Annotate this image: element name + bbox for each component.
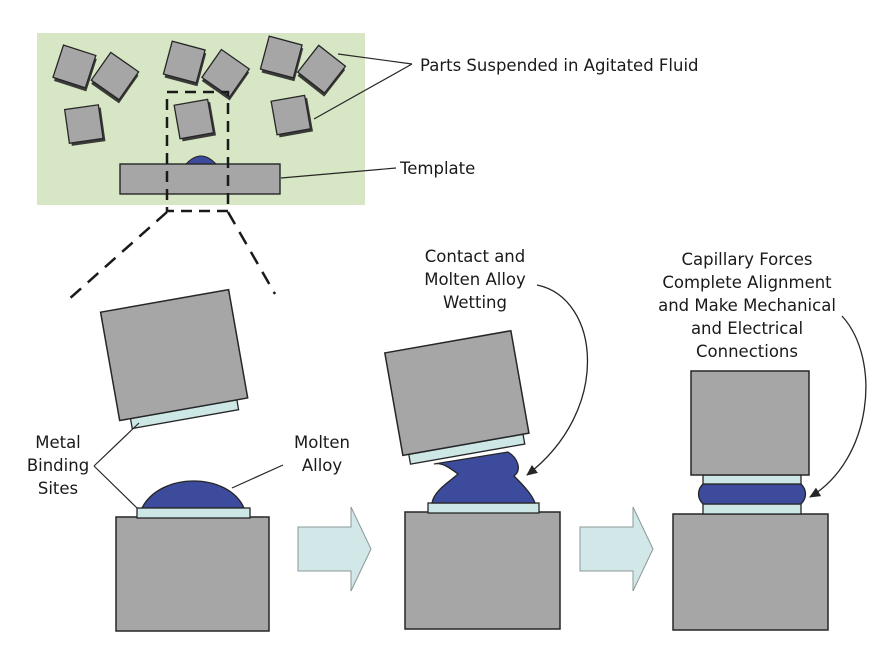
stage1-molten-alloy	[140, 480, 246, 509]
label-molten-line: Alloy	[301, 456, 343, 475]
stage3-substrate	[672, 513, 829, 631]
stage2-tilted-part	[383, 329, 530, 465]
suspended-part	[90, 51, 140, 104]
stage1-falling-part	[99, 288, 249, 430]
label-capillary-line: Capillary Forces	[681, 250, 813, 269]
stage2-binding-site	[427, 502, 540, 514]
suspended-part	[52, 44, 97, 92]
label-capillary-line: and Electrical	[690, 319, 804, 338]
leader-line-metal	[93, 465, 138, 509]
stage3-curved-arrow	[809, 315, 867, 498]
label-contact-line: Molten Alloy	[424, 270, 526, 289]
stage1-binding-site	[136, 507, 251, 519]
stage2-curved-arrow	[526, 284, 589, 476]
label-capillary-line: Connections	[696, 342, 798, 361]
suspended-part	[200, 48, 251, 101]
leader-line-molten	[231, 464, 284, 489]
suspended-part	[63, 104, 106, 146]
suspended-part	[296, 44, 347, 97]
stage3-aligned-part	[690, 370, 810, 476]
suspended-part	[270, 94, 314, 138]
label-metal-line: Metal	[35, 433, 81, 452]
suspended-part	[173, 98, 217, 142]
label-molten-line: Molten	[294, 433, 350, 452]
leader-line-metal	[93, 422, 140, 467]
suspended-part	[162, 40, 207, 87]
stage1-substrate	[115, 516, 270, 632]
stage2-substrate	[404, 511, 561, 630]
label-parts-suspended: Parts Suspended in Agitated Fluid	[420, 56, 699, 75]
label-capillary-line: Complete Alignment	[662, 273, 832, 292]
label-metal-binding-sites: Metal Binding Sites	[22, 431, 94, 500]
leader-line-template	[280, 167, 397, 179]
template-bar	[119, 163, 281, 195]
label-metal-line: Sites	[37, 479, 79, 498]
label-contact-line: Wetting	[443, 293, 507, 312]
label-contact-line: Contact and	[424, 247, 526, 266]
stage3-molten-alloy	[697, 483, 807, 505]
zoom-line-left	[67, 211, 168, 301]
suspended-part	[259, 35, 304, 82]
zoom-line-right	[226, 211, 277, 295]
label-molten-alloy: Molten Alloy	[282, 431, 362, 477]
leader-line-parts	[313, 63, 413, 120]
label-metal-line: Binding	[26, 456, 90, 475]
stage2-molten-alloy	[431, 451, 536, 504]
label-template: Template	[400, 159, 476, 178]
stage3-binding-site-top	[702, 474, 802, 485]
process-arrow-2	[579, 506, 654, 592]
label-contact-wetting: Contact and Molten Alloy Wetting	[395, 245, 555, 314]
process-arrow-1	[297, 506, 372, 592]
leader-line-parts	[337, 53, 413, 65]
stage3-binding-site-bottom	[702, 503, 802, 515]
label-capillary-forces: Capillary Forces Complete Alignment and …	[642, 248, 852, 363]
label-capillary-line: and Make Mechanical	[658, 296, 836, 315]
